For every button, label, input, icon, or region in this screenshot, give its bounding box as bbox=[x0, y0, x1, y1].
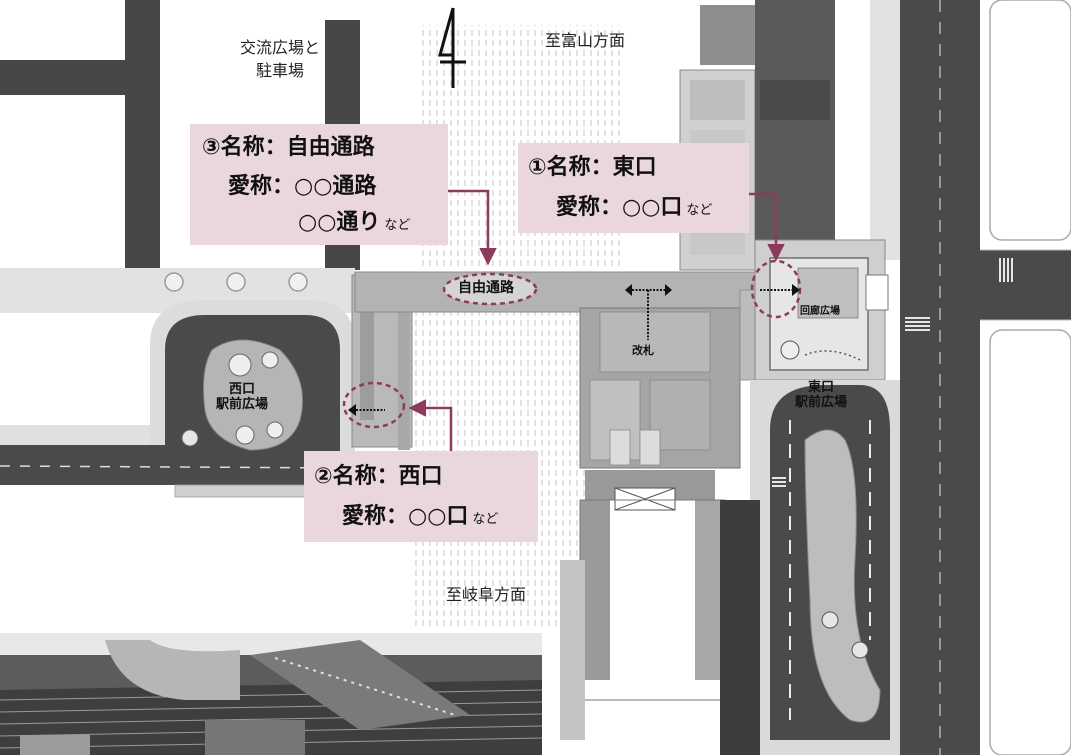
sidewalk-trees bbox=[164, 272, 308, 292]
free-passage-marker bbox=[442, 272, 538, 306]
east-exit-name: ①名称：東口 bbox=[528, 155, 657, 180]
west-loop-road bbox=[150, 300, 355, 470]
east-exit-nickname: 愛称：○○口など bbox=[556, 195, 713, 220]
north-arrow-icon bbox=[438, 7, 466, 88]
free-passage-name: ③名称：自由通路 bbox=[202, 135, 375, 160]
toward-toyama-label: 至富山方面 bbox=[545, 31, 626, 50]
east-roads bbox=[900, 0, 1071, 755]
callout-leaders bbox=[408, 189, 785, 455]
west-plaza-label: 西口 駅前広場 bbox=[216, 382, 269, 412]
west-exit-name: ②名称：西口 bbox=[314, 464, 443, 489]
free-passage-nickname-2: ○○通りなど bbox=[298, 210, 411, 235]
free-passage-corridor bbox=[354, 271, 801, 313]
ticket-gate-symbol bbox=[625, 284, 672, 340]
west-exit-callout: ②名称：西口 愛称：○○口など bbox=[304, 451, 538, 542]
east-plaza-label: 東口 駅前広場 bbox=[795, 380, 848, 410]
corridor-plaza-label: 回廊広場 bbox=[800, 306, 840, 317]
west-exit-marker bbox=[342, 381, 406, 429]
west-exit-gate-symbol bbox=[348, 404, 385, 416]
northwest-area-label: 交流広場と 駐車場 bbox=[239, 38, 320, 81]
free-passage-map-label: 自由通路 bbox=[458, 280, 514, 296]
toward-gifu-label: 至岐阜方面 bbox=[446, 585, 527, 604]
northeast-buildings bbox=[679, 0, 900, 271]
west-exit-nickname: 愛称：○○口など bbox=[342, 504, 499, 529]
east-exit-gate-symbol bbox=[760, 284, 800, 296]
east-exit-callout: ①名称：東口 愛称：○○口など bbox=[518, 143, 749, 233]
ticket-gate-label: 改札 bbox=[632, 344, 654, 357]
central-station-building bbox=[560, 289, 763, 740]
aerial-photo-inset bbox=[0, 633, 543, 755]
east-corridor-plaza bbox=[754, 239, 889, 381]
east-exit-marker bbox=[750, 259, 802, 319]
free-passage-callout: ③名称：自由通路 愛称：○○通路 ○○通りなど bbox=[190, 124, 448, 245]
east-plaza-loop bbox=[720, 380, 900, 755]
free-passage-nickname-1: 愛称：○○通路 bbox=[228, 174, 377, 199]
